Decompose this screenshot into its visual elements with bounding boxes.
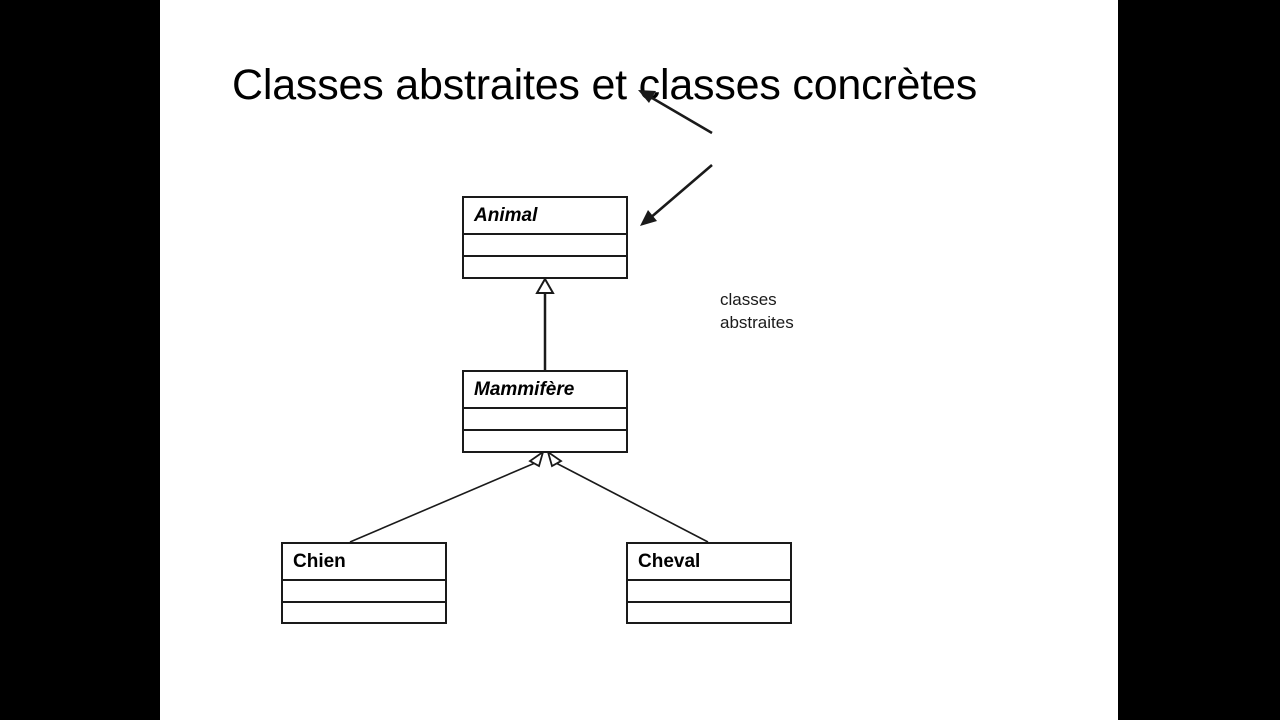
generalization-cheval-to-mammifere: [546, 449, 709, 543]
annotation-arrow-to-mammifere: [640, 164, 713, 226]
slide-canvas: Classes abstraites et classes concrètes: [160, 0, 1118, 720]
annotation-label: classes abstraites: [720, 288, 802, 334]
generalization-chien-to-mammifere: [349, 449, 545, 543]
uml-class-mammifere-name-compartment: Mammifère: [464, 372, 626, 409]
uml-class-cheval[interactable]: Cheval: [626, 542, 792, 624]
letterbox-right: [1118, 0, 1280, 720]
annotation-label-line1: classes: [720, 290, 777, 309]
page-title: Classes abstraites et classes concrètes: [232, 61, 978, 109]
diagram-connector-layer: [349, 90, 713, 543]
letterbox-left: [0, 0, 160, 720]
uml-class-animal-operations-compartment: [464, 257, 626, 276]
uml-class-animal-attributes-compartment: [464, 235, 626, 257]
uml-class-cheval-attributes-compartment: [628, 581, 790, 603]
uml-class-animal-name-compartment: Animal: [464, 198, 626, 235]
uml-class-cheval-operations-compartment: [628, 603, 790, 622]
uml-class-chien-attributes-compartment: [283, 581, 445, 603]
annotation-arrow-to-animal: [638, 90, 713, 135]
annotation-label-line2: abstraites: [720, 313, 794, 332]
uml-class-mammifere-operations-compartment: [464, 431, 626, 450]
uml-class-animal[interactable]: Animal: [462, 196, 628, 279]
uml-class-chien[interactable]: Chien: [281, 542, 447, 624]
uml-class-animal-name: Animal: [474, 205, 538, 226]
uml-class-chien-name: Chien: [293, 551, 346, 572]
uml-class-mammifere-name: Mammifère: [474, 379, 575, 400]
uml-class-cheval-name: Cheval: [638, 551, 701, 572]
uml-class-mammifere-attributes-compartment: [464, 409, 626, 431]
uml-class-mammifere[interactable]: Mammifère: [462, 370, 628, 453]
uml-class-cheval-name-compartment: Cheval: [628, 544, 790, 581]
uml-class-chien-name-compartment: Chien: [283, 544, 445, 581]
uml-class-chien-operations-compartment: [283, 603, 445, 622]
generalization-mammifere-to-animal: [535, 276, 555, 370]
